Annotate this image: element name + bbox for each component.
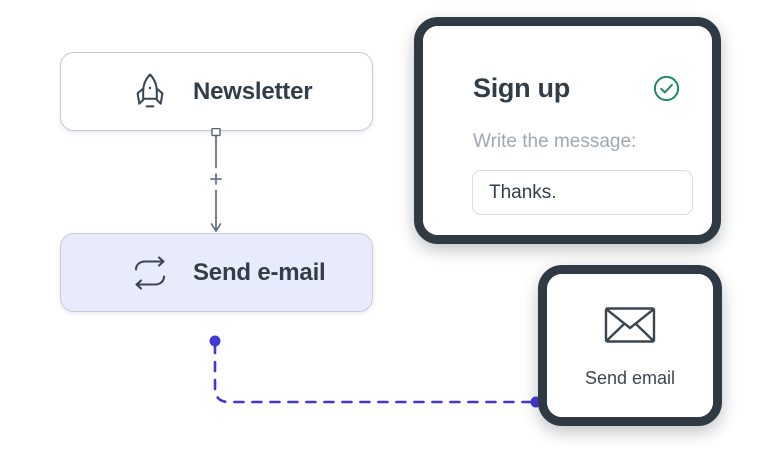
signup-message-input[interactable] bbox=[472, 170, 693, 215]
plus-icon bbox=[207, 170, 225, 188]
check-circle-icon bbox=[653, 75, 680, 102]
add-step-button[interactable] bbox=[206, 169, 226, 189]
flow-node-newsletter[interactable]: Newsletter bbox=[60, 52, 373, 131]
connector-send-email-dashed bbox=[209, 335, 542, 408]
signup-panel-body: Sign up Write the message: bbox=[423, 26, 712, 235]
flow-node-send-e-mail[interactable]: Send e-mail bbox=[60, 233, 373, 312]
flow-node-label: Newsletter bbox=[193, 77, 313, 105]
envelope-icon bbox=[604, 305, 656, 350]
signup-title: Sign up bbox=[473, 73, 570, 103]
rocket-icon bbox=[121, 72, 179, 112]
flow-node-label: Send e-mail bbox=[193, 258, 326, 286]
send-email-card[interactable]: Send email bbox=[538, 265, 722, 426]
send-email-card-body: Send email bbox=[547, 274, 713, 417]
signup-panel: Sign up Write the message: bbox=[414, 17, 721, 244]
connector-start-dot bbox=[209, 335, 221, 347]
send-email-caption: Send email bbox=[584, 367, 676, 388]
signup-message-label: Write the message: bbox=[473, 131, 637, 152]
repeat-arrows-icon bbox=[121, 255, 179, 291]
